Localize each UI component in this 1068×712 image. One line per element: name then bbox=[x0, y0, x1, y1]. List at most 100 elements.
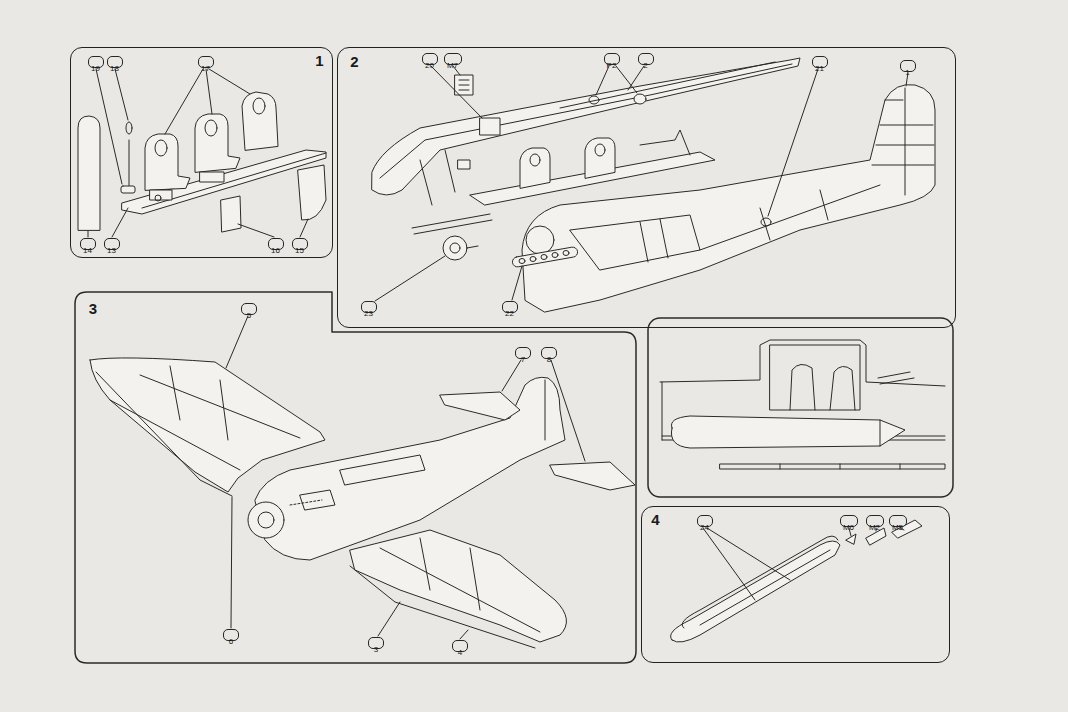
fuselage-assembly bbox=[459, 85, 469, 86]
fuselage-assembly bbox=[905, 88, 906, 195]
cockpit-parts bbox=[129, 140, 130, 186]
step-panel: 220M7P222112322 bbox=[337, 47, 956, 328]
cockpit-parts bbox=[206, 69, 212, 114]
part-number: P2 bbox=[607, 61, 617, 71]
torpedo-detail bbox=[660, 340, 945, 386]
wing-assembly bbox=[440, 392, 520, 420]
torpedo-detail bbox=[790, 364, 815, 410]
cockpit-parts bbox=[253, 98, 265, 114]
part-number: 24 bbox=[700, 523, 709, 533]
fuselage-assembly bbox=[761, 218, 771, 226]
cockpit-parts bbox=[242, 92, 278, 150]
torpedo-detail bbox=[671, 416, 905, 448]
part-number: 3 bbox=[374, 645, 378, 655]
part-number: 18 bbox=[110, 64, 119, 74]
torpedo-detail bbox=[780, 464, 781, 469]
step-number: 4 bbox=[651, 511, 659, 528]
torpedo-parts bbox=[670, 541, 840, 642]
fuselage-assembly bbox=[443, 236, 467, 260]
fuselage-assembly bbox=[872, 100, 934, 165]
cockpit-parts bbox=[155, 195, 161, 201]
torpedo-detail bbox=[878, 372, 910, 378]
step-number: 1 bbox=[315, 52, 323, 69]
fuselage-assembly bbox=[640, 130, 690, 155]
part-callout: 6 bbox=[223, 629, 239, 641]
part-number: M2 bbox=[869, 523, 880, 533]
part-number: M6 bbox=[843, 523, 854, 533]
cockpit-parts bbox=[195, 114, 240, 172]
fuselage-assembly bbox=[820, 190, 828, 220]
fuselage-assembly bbox=[560, 62, 775, 108]
part-callout: M6 bbox=[840, 515, 858, 527]
torpedo-parts bbox=[670, 520, 922, 642]
step-number: 2 bbox=[350, 53, 358, 70]
wing-assembly bbox=[248, 502, 284, 538]
wing-assembly bbox=[545, 380, 546, 440]
wing-assembly bbox=[550, 462, 635, 490]
torpedo-detail bbox=[880, 378, 914, 384]
torpedo-detail bbox=[840, 464, 841, 469]
torpedo-detail bbox=[662, 382, 663, 440]
part-callout: 13 bbox=[104, 238, 120, 250]
part-callout: 16 bbox=[268, 238, 284, 250]
part-callout: M2 bbox=[866, 515, 884, 527]
part-callout: M5 bbox=[889, 515, 907, 527]
step-number: 3 bbox=[89, 300, 97, 317]
fuselage-assembly bbox=[760, 208, 770, 240]
wing-assembly bbox=[350, 566, 535, 648]
cockpit-parts bbox=[78, 69, 326, 237]
fuselage-assembly bbox=[634, 94, 646, 104]
torpedo-parts bbox=[892, 520, 922, 538]
torpedo-detail bbox=[880, 420, 881, 446]
fuselage-assembly bbox=[768, 69, 818, 216]
cockpit-parts bbox=[78, 116, 100, 230]
fuselage-assembly bbox=[380, 64, 792, 178]
cockpit-parts bbox=[300, 219, 308, 237]
part-callout: 23 bbox=[361, 301, 377, 313]
part-number: 23 bbox=[364, 309, 373, 319]
wing-assembly bbox=[502, 360, 521, 391]
part-callout: 17 bbox=[198, 56, 214, 68]
cockpit-parts bbox=[112, 208, 128, 237]
cockpit-parts bbox=[165, 69, 203, 134]
part-number: 5 bbox=[247, 311, 251, 321]
cockpit-parts bbox=[155, 140, 167, 156]
detail-panel bbox=[648, 318, 953, 497]
torpedo-detail bbox=[720, 464, 945, 469]
wing-assembly bbox=[350, 530, 566, 642]
fuselage-assembly bbox=[459, 90, 469, 91]
cockpit-parts bbox=[200, 172, 224, 182]
fuselage-assembly bbox=[420, 160, 432, 205]
part-callout: 24 bbox=[697, 515, 713, 527]
fuselage-assembly bbox=[530, 257, 536, 262]
part-callout: 20 bbox=[422, 53, 438, 65]
wing-assembly bbox=[96, 372, 232, 496]
wing-assembly bbox=[255, 377, 565, 560]
fuselage-assembly bbox=[467, 246, 478, 248]
step-panel: 424M6M2M5 bbox=[641, 506, 950, 663]
part-number: 13 bbox=[107, 246, 116, 256]
part-callout: 1 bbox=[900, 60, 916, 72]
part-number: 7 bbox=[521, 355, 525, 365]
part-number: 22 bbox=[505, 309, 514, 319]
panel-outline bbox=[75, 292, 636, 663]
fuselage-assembly bbox=[541, 255, 547, 260]
wing-assembly bbox=[460, 630, 468, 639]
fuselage-assembly bbox=[519, 259, 525, 264]
fuselage-assembly bbox=[512, 266, 522, 300]
cockpit-parts bbox=[205, 120, 217, 136]
torpedo-parts bbox=[703, 528, 755, 600]
line-art bbox=[75, 58, 953, 663]
part-number: 6 bbox=[229, 637, 233, 647]
part-number: 8 bbox=[547, 355, 551, 365]
wing-assembly bbox=[226, 316, 248, 368]
cockpit-parts bbox=[96, 69, 122, 184]
wing-assembly bbox=[380, 538, 540, 632]
wing-assembly bbox=[258, 512, 274, 528]
cockpit-parts bbox=[115, 69, 128, 120]
part-callout: 19 bbox=[88, 56, 104, 68]
part-number: 19 bbox=[91, 64, 100, 74]
wing-assembly bbox=[90, 316, 635, 648]
